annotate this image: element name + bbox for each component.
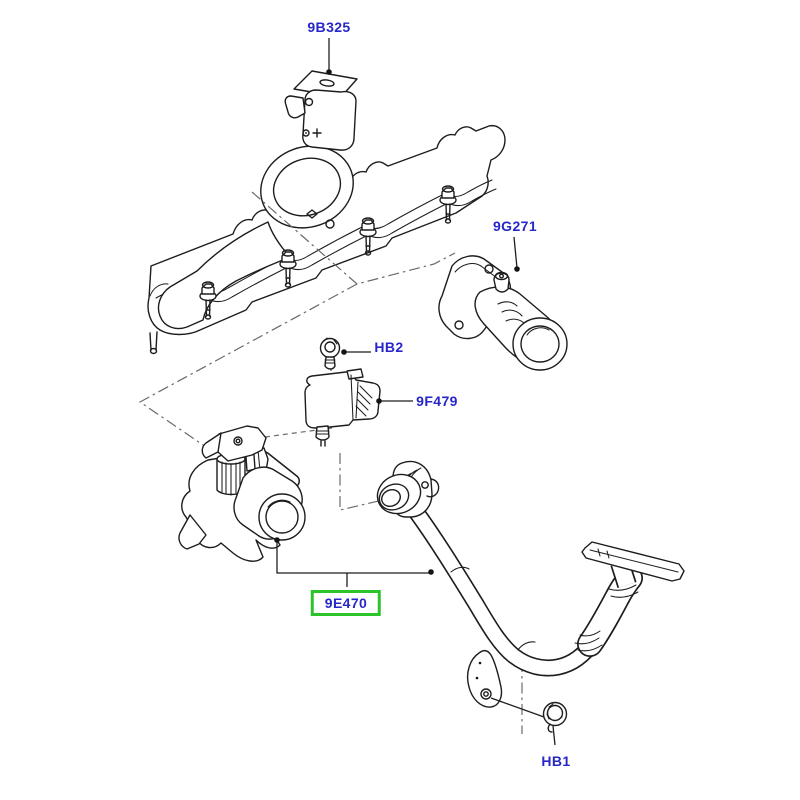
manifold-clamp-bolt [439, 185, 457, 224]
part-label-9b325[interactable]: 9B325 [307, 19, 351, 35]
manifold-clamp-bolt [279, 249, 297, 288]
pipe-bracket-drawing [466, 649, 503, 708]
sensor-9f479-drawing [304, 368, 381, 447]
nut-hb1-drawing [542, 701, 568, 733]
part-label-hb2[interactable]: HB2 [374, 339, 404, 355]
egr-pipe-9e470-drawing [376, 460, 685, 708]
part-label-9f479[interactable]: 9F479 [416, 393, 458, 409]
mounting-bracket-9b325-drawing [284, 70, 358, 151]
egr-valve-9e470-drawing [178, 425, 306, 562]
manifold-clamp-bolt [359, 217, 377, 256]
bolt-hb2-drawing [319, 337, 341, 370]
part-label-9e470-highlighted[interactable]: 9E470 [310, 590, 382, 616]
manifold-drawing [147, 124, 506, 355]
water-outlet-9g271-drawing [438, 255, 568, 371]
part-label-9g271[interactable]: 9G271 [492, 218, 538, 234]
manifold-clamp-bolt [199, 281, 217, 320]
leader-lines [274, 38, 556, 746]
part-label-hb1[interactable]: HB1 [541, 753, 571, 769]
